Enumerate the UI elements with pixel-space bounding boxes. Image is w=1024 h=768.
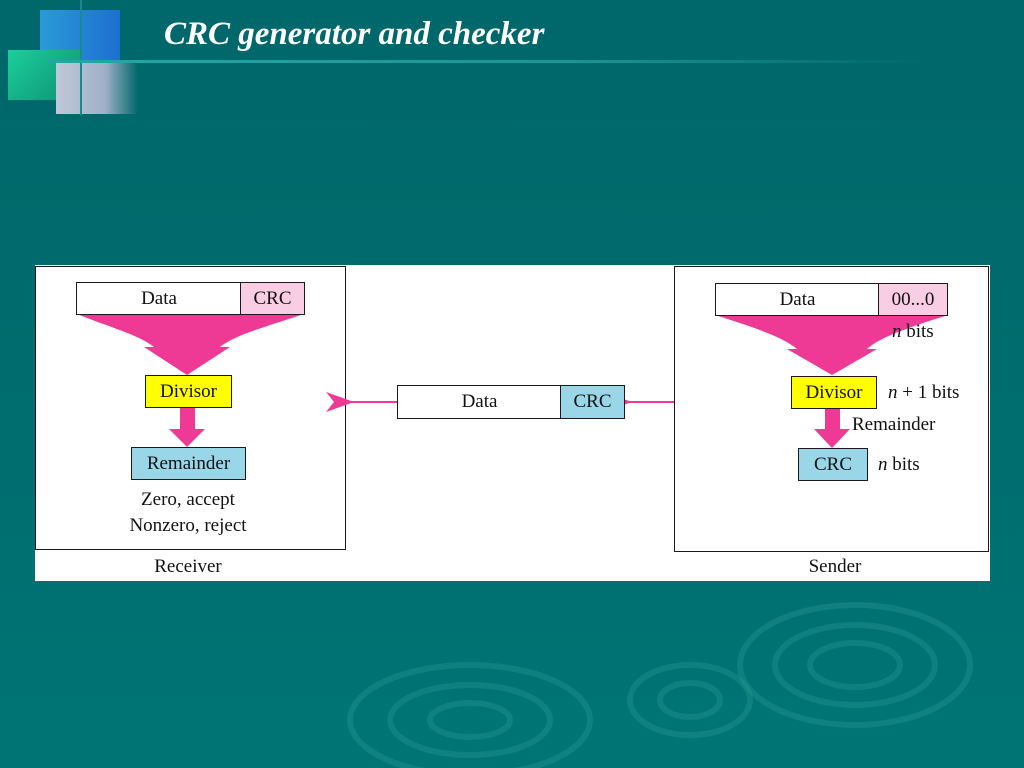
- crc-diagram: Data CRC Divisor Remainder Zero, accept …: [35, 265, 990, 581]
- receiver-result-accept: Zero, accept: [141, 489, 235, 510]
- receiver-funnel-arrow: [77, 314, 304, 375]
- channel-data-box: Data: [397, 385, 562, 419]
- title-underline: [48, 60, 928, 63]
- receiver-crc-box: CRC: [240, 282, 305, 315]
- sender-crc-box: CRC: [798, 448, 868, 481]
- sender-divisor-box: Divisor: [791, 376, 877, 409]
- sender-caption: Sender: [808, 556, 862, 577]
- sender-padding-box: 00...0: [878, 283, 948, 316]
- slide-title: CRC generator and checker: [164, 16, 545, 52]
- sender-data-box: Data: [715, 283, 880, 316]
- diagram-arrows: [77, 314, 948, 448]
- receiver-result-reject: Nonzero, reject: [129, 515, 247, 536]
- receiver-divisor-box: Divisor: [145, 375, 232, 408]
- receiver-remainder-box: Remainder: [131, 447, 246, 480]
- receiver-caption: Receiver: [154, 556, 222, 577]
- receiver-divisor-arrow: [169, 408, 205, 447]
- sender-funnel-arrow: [715, 315, 948, 375]
- sender-padding-size: n bits: [892, 321, 934, 342]
- slide-logo-decoration: [0, 0, 140, 115]
- sender-crc-size: n bits: [878, 454, 920, 475]
- sender-divisor-size: n + 1 bits: [888, 382, 960, 403]
- channel-crc-box: CRC: [560, 385, 625, 419]
- sender-divisor-arrow: [814, 408, 850, 448]
- receiver-data-box: Data: [76, 282, 242, 315]
- sender-remainder-label: Remainder: [852, 414, 936, 435]
